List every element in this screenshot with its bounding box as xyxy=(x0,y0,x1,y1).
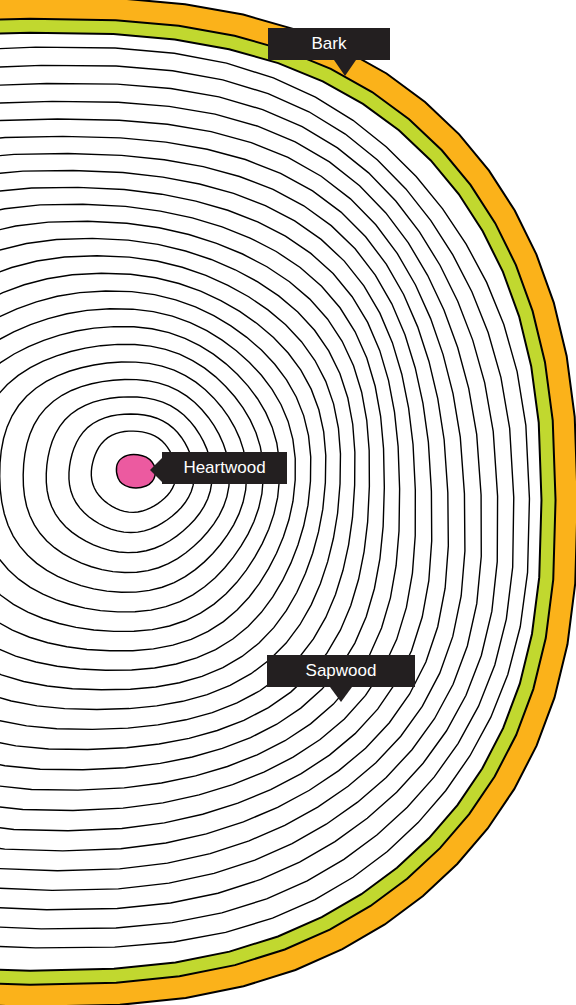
growth-ring xyxy=(0,83,498,909)
growth-ring xyxy=(0,273,326,690)
heartwood-core xyxy=(116,455,155,488)
growth-ring xyxy=(0,154,432,831)
label-pointer xyxy=(150,458,162,482)
part-name: Sapwood xyxy=(306,661,377,680)
growth-ring xyxy=(0,256,340,710)
growth-ring xyxy=(0,101,481,890)
part-label: Bark xyxy=(268,28,390,60)
growth-ring xyxy=(0,291,311,670)
part-label: Sapwood xyxy=(267,655,415,687)
sapwood-area xyxy=(0,33,541,971)
growth-ring xyxy=(0,65,514,929)
part-name: Heartwood xyxy=(183,458,265,477)
growth-ring xyxy=(0,170,415,810)
growth-ring xyxy=(0,187,400,790)
growth-ring xyxy=(0,47,529,948)
growth-ring xyxy=(0,136,448,851)
part-name: Bark xyxy=(312,34,347,53)
cambium-layer xyxy=(0,19,556,985)
part-label: Heartwood xyxy=(162,452,287,484)
label-pointer xyxy=(334,60,356,76)
growth-ring xyxy=(0,119,465,871)
label-pointer xyxy=(330,687,352,702)
growth-ring xyxy=(0,309,295,651)
